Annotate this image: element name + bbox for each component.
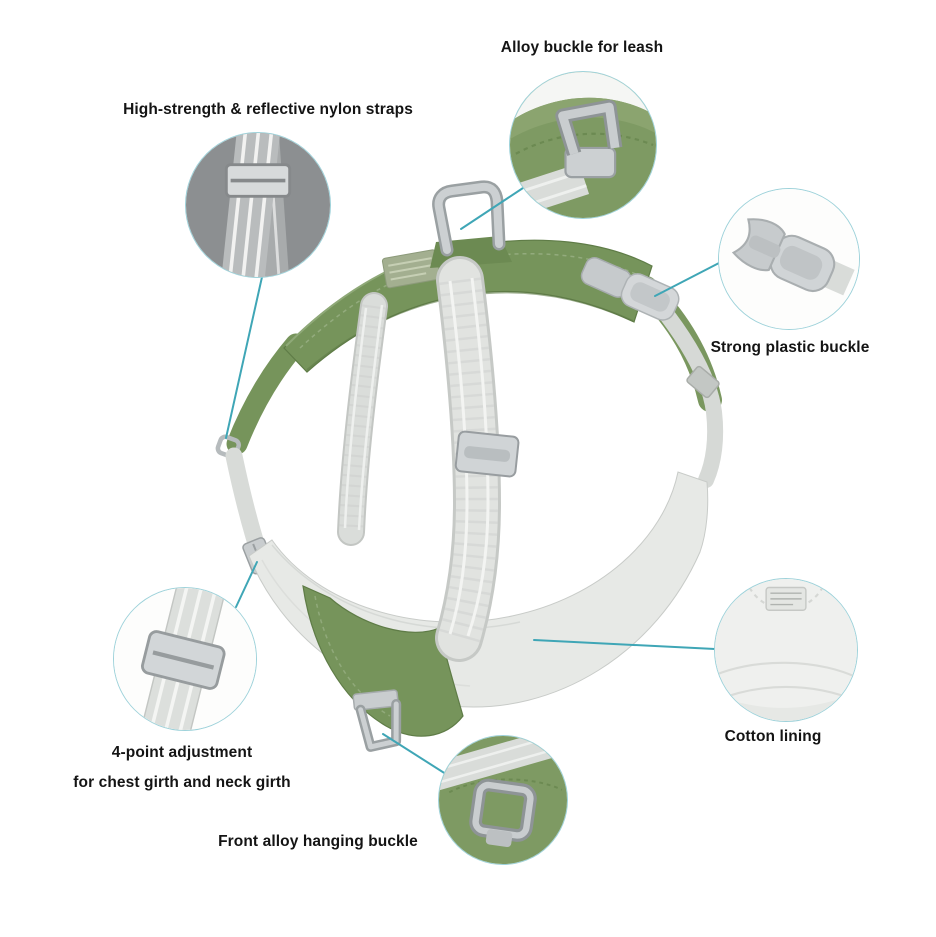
label-four-point-line2: for chest girth and neck girth — [73, 774, 291, 791]
center-chest-strap — [435, 256, 502, 662]
alloy-buckle-detail-circle — [509, 71, 657, 219]
nylon-straps-detail-circle — [185, 132, 331, 278]
label-four-point-adjustment: 4-point adjustment for chest girth and n… — [22, 738, 342, 798]
front-ring-icon — [469, 778, 537, 848]
label-cotton-lining: Cotton lining — [724, 728, 822, 745]
adjuster-slider-icon — [141, 630, 226, 690]
connector-four-point — [235, 561, 258, 608]
right-strap-keeper — [686, 365, 720, 399]
connector-alloy-buckle — [460, 187, 524, 230]
connector-front-buckle — [382, 733, 450, 777]
connector-cotton-lining — [533, 639, 716, 650]
buckle-plate — [564, 146, 617, 179]
left-chest-strap — [337, 292, 388, 546]
plastic-side-release-buckle — [580, 257, 680, 321]
label-four-point-line1: 4-point adjustment — [111, 744, 253, 761]
label-front-buckle: Front alloy hanging buckle — [218, 833, 418, 850]
four-point-detail-circle — [113, 587, 257, 731]
strap-slider-icon — [224, 163, 292, 198]
connector-plastic-buckle — [654, 262, 720, 297]
front-buckle-detail-circle — [438, 735, 568, 865]
label-alloy-buckle: Alloy buckle for leash — [500, 39, 664, 56]
center-strap-slider — [454, 430, 520, 478]
label-nylon-straps: High-strength & reflective nylon straps — [123, 101, 413, 118]
plastic-buckle-icon — [731, 218, 855, 296]
plastic-buckle-detail-circle — [718, 188, 860, 330]
cotton-lining-detail-circle — [714, 578, 858, 722]
right-webbing-strap — [652, 298, 724, 488]
front-alloy-ring — [352, 689, 402, 752]
alloy-handle-ring — [432, 180, 506, 257]
adjustable-strap — [140, 588, 228, 730]
care-tag-icon — [765, 586, 807, 611]
label-plastic-buckle: Strong plastic buckle — [710, 339, 870, 356]
alloy-d-ring-icon — [555, 99, 623, 156]
connector-nylon-straps — [225, 276, 263, 439]
